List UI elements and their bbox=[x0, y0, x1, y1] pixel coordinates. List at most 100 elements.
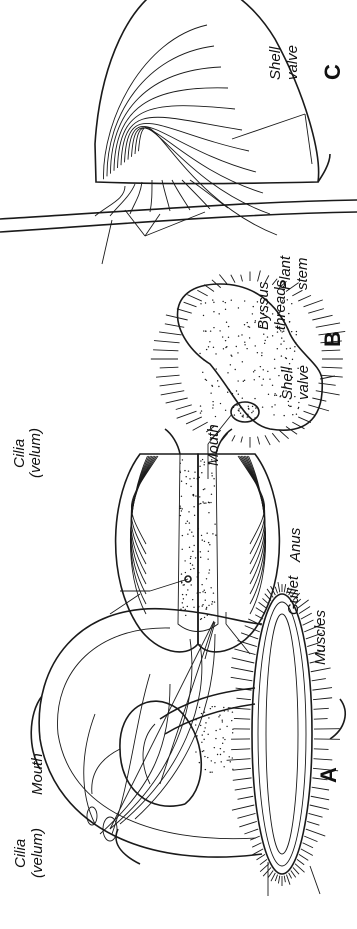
stipple-dot bbox=[225, 347, 226, 348]
stipple-dot bbox=[186, 483, 187, 484]
stipple-dot bbox=[214, 747, 215, 748]
stipple-dot bbox=[198, 607, 199, 608]
stipple-dot bbox=[211, 771, 212, 772]
stipple-dot bbox=[187, 589, 188, 590]
label-b-velum: (velum) bbox=[27, 428, 44, 478]
stipple-dot bbox=[197, 592, 198, 593]
stipple-dot bbox=[230, 761, 231, 762]
cilium bbox=[236, 698, 250, 699]
stipple-dot bbox=[184, 470, 185, 471]
stipple-dot bbox=[202, 372, 203, 373]
stipple-dot bbox=[263, 369, 264, 370]
label-b-byssus: Byssus bbox=[255, 281, 272, 330]
stipple-dot bbox=[288, 401, 289, 402]
stipple-dot bbox=[201, 535, 202, 536]
stipple-dot bbox=[223, 751, 224, 752]
cilium bbox=[239, 821, 256, 826]
stipple-dot bbox=[222, 301, 223, 302]
stipple-dot bbox=[202, 605, 203, 606]
stipple-dot bbox=[224, 739, 225, 740]
cilium bbox=[306, 829, 325, 836]
mouth-stipple bbox=[236, 404, 256, 418]
cilium bbox=[314, 759, 333, 760]
stipple-dot bbox=[252, 406, 253, 407]
stipple-dot bbox=[203, 503, 204, 504]
stipple-dot bbox=[179, 470, 180, 471]
stipple-dot bbox=[199, 496, 200, 497]
stipple-dot bbox=[283, 415, 284, 416]
stipple-dot bbox=[230, 364, 231, 365]
label-b-shell: Shell bbox=[279, 366, 296, 400]
stipple-dot bbox=[182, 602, 183, 603]
cilium bbox=[322, 367, 343, 368]
stipple-dot bbox=[195, 724, 196, 725]
stipple-dot bbox=[180, 505, 181, 506]
label-b-valve: valve bbox=[295, 365, 312, 400]
stipple-dot bbox=[191, 531, 192, 532]
panel-label-b: B bbox=[320, 331, 345, 347]
stipple-dot bbox=[193, 545, 194, 546]
stipple-dot bbox=[204, 541, 205, 542]
stipple-dot bbox=[203, 489, 204, 490]
stipple-dot bbox=[289, 363, 290, 364]
stipple-dot bbox=[209, 341, 210, 342]
stipple-dot bbox=[187, 534, 188, 535]
cilium bbox=[204, 285, 214, 292]
cilium bbox=[272, 433, 279, 442]
stipple-dot bbox=[225, 309, 226, 310]
stipple-dot bbox=[209, 544, 210, 545]
stipple-dot bbox=[182, 594, 183, 595]
stipple-dot bbox=[220, 754, 221, 755]
stipple-dot bbox=[182, 508, 183, 509]
label-c-valve: valve bbox=[284, 45, 301, 80]
cilium bbox=[313, 698, 332, 700]
cilium bbox=[156, 375, 180, 377]
cilium bbox=[298, 295, 311, 301]
stipple-dot bbox=[261, 355, 262, 356]
stipple-dot bbox=[252, 313, 253, 314]
stipple-dot bbox=[206, 608, 207, 609]
stipple-dot bbox=[288, 405, 289, 406]
stipple-dot bbox=[237, 352, 238, 353]
stipple-dot bbox=[181, 496, 182, 497]
cilium bbox=[312, 688, 332, 691]
stipple-dot bbox=[228, 337, 229, 338]
stipple-dot bbox=[198, 528, 199, 529]
stipple-dot bbox=[205, 592, 206, 593]
stipple-dot bbox=[264, 343, 265, 344]
stipple-dot bbox=[193, 478, 194, 479]
cilium bbox=[184, 302, 197, 307]
stipple-dot bbox=[214, 601, 215, 602]
cilium bbox=[271, 873, 275, 881]
stipple-dot bbox=[272, 335, 273, 336]
stipple-dot bbox=[186, 594, 187, 595]
stipple-dot bbox=[222, 336, 223, 337]
stipple-dot bbox=[243, 414, 244, 415]
stipple-dot bbox=[236, 346, 237, 347]
stipple-dot bbox=[224, 710, 225, 711]
stipple-dot bbox=[242, 361, 243, 362]
stipple-dot bbox=[205, 379, 206, 380]
stipple-dot bbox=[228, 326, 229, 327]
stipple-dot bbox=[228, 389, 229, 390]
stipple-dot bbox=[200, 412, 201, 413]
stipple-dot bbox=[193, 535, 194, 536]
byssus-threads bbox=[95, 180, 228, 216]
stipple-dot bbox=[255, 407, 256, 408]
stipple-dot bbox=[211, 385, 212, 386]
stipple-dot bbox=[231, 299, 232, 300]
stipple-dot bbox=[181, 510, 182, 511]
stipple-dot bbox=[215, 730, 216, 731]
cilium bbox=[312, 398, 326, 401]
stipple-dot bbox=[277, 348, 278, 349]
growth-line bbox=[103, 25, 207, 179]
stipple-dot bbox=[227, 372, 228, 373]
stipple-dot bbox=[214, 706, 215, 707]
stipple-dot bbox=[213, 592, 214, 593]
stipple-dot bbox=[193, 607, 194, 608]
stipple-dot bbox=[180, 472, 181, 473]
stipple-dot bbox=[182, 535, 183, 536]
panel-label-c: C bbox=[320, 64, 345, 80]
cilium bbox=[275, 875, 277, 881]
